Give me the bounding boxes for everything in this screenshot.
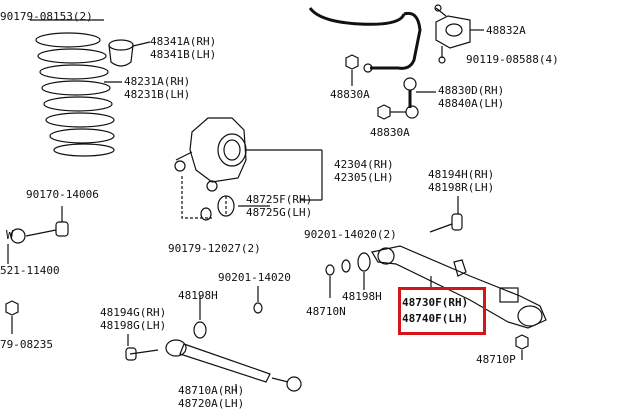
part-label-48720A[interactable]: 48720A(LH) <box>178 397 245 410</box>
washer-drawing <box>193 302 263 339</box>
bushing-drawing <box>5 206 69 334</box>
part-label-48725G[interactable]: 48725G(LH) <box>246 206 313 219</box>
part-label-48830D[interactable]: 48830D(RH) <box>438 84 505 97</box>
nut-drawing <box>515 334 529 350</box>
stabilizer-bushing-drawing <box>434 4 484 64</box>
part-label-90179-08153[interactable]: 90179-08153(2) <box>0 10 93 23</box>
stabilizer-bar-drawing <box>308 7 422 73</box>
washer-drawing <box>325 252 371 276</box>
nut-drawing <box>377 104 391 120</box>
coil-spring-drawing <box>35 32 115 157</box>
part-label-48231A[interactable]: 48231A(RH) <box>124 75 191 88</box>
part-label-48194G[interactable]: 48194G(RH) <box>100 306 167 319</box>
part-label-48730F[interactable]: 48730F(RH) <box>402 296 469 309</box>
part-label-90201-14020-lower[interactable]: 90201-14020 <box>218 271 291 284</box>
part-label-48832A[interactable]: 48832A <box>486 24 526 37</box>
part-label-48341B[interactable]: 48341B(LH) <box>150 48 217 61</box>
part-label-42304[interactable]: 42304(RH) <box>334 158 394 171</box>
nut-drawing <box>345 54 359 70</box>
part-label-48830A-lower[interactable]: 48830A <box>370 126 410 139</box>
stabilizer-link-drawing <box>403 77 436 119</box>
strut-rod-drawing <box>125 339 302 392</box>
part-label-48740F[interactable]: 48740F(LH) <box>402 312 469 325</box>
part-label-42305[interactable]: 42305(LH) <box>334 171 394 184</box>
part-label-90179-12027[interactable]: 90179-12027(2) <box>168 242 261 255</box>
part-label-48198R[interactable]: 48198R(LH) <box>428 181 495 194</box>
part-label-48231B[interactable]: 48231B(LH) <box>124 88 191 101</box>
part-label-48830A-upper[interactable]: 48830A <box>330 88 370 101</box>
part-label-90170-14006[interactable]: 90170-14006 <box>26 188 99 201</box>
bushing-drawing <box>200 195 270 221</box>
part-label-48341A[interactable]: 48341A(RH) <box>150 35 217 48</box>
part-label-48710N[interactable]: 48710N <box>306 305 346 318</box>
part-label-48198G[interactable]: 48198G(LH) <box>100 319 167 332</box>
part-label-W[interactable]: W <box>6 228 14 242</box>
part-label-90201-14020-upper[interactable]: 90201-14020(2) <box>304 228 397 241</box>
dashed-guide-line <box>181 176 212 219</box>
part-label-48840A[interactable]: 48840A(LH) <box>438 97 505 110</box>
part-label-48725F[interactable]: 48725F(RH) <box>246 193 313 206</box>
lower-control-arm-drawing <box>371 245 547 329</box>
part-label-521-11400[interactable]: 521-11400 <box>0 264 60 277</box>
rear-axle-carrier-drawing <box>174 117 323 201</box>
part-label-48198H-right[interactable]: 48198H <box>342 290 382 303</box>
bump-stopper-drawing <box>108 39 151 67</box>
part-label-48710P[interactable]: 48710P <box>476 353 516 366</box>
part-label-90119-08588[interactable]: 90119-08588(4) <box>466 53 559 66</box>
part-label-48710A[interactable]: 48710A(RH) <box>178 384 245 397</box>
part-label-79-08235[interactable]: 79-08235 <box>0 338 53 351</box>
part-label-48194H[interactable]: 48194H(RH) <box>428 168 495 181</box>
highlight-box <box>398 287 486 335</box>
toe-adjust-bolt-drawing <box>429 196 463 233</box>
part-label-48198H-left[interactable]: 48198H <box>178 289 218 302</box>
